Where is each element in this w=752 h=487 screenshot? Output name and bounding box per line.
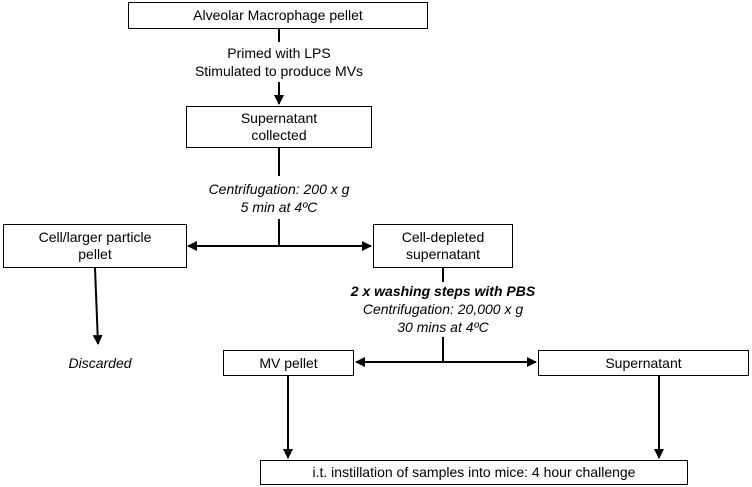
step-discarded: Discarded	[60, 354, 140, 372]
node-supernatant: Supernatant	[538, 350, 749, 376]
step-priming-line1: Primed with LPS	[227, 45, 331, 61]
node-line1: Cell/larger particle	[38, 229, 152, 245]
node-label: MV pellet	[259, 354, 318, 371]
step-discarded-label: Discarded	[68, 355, 132, 371]
step-washing-line3: 30 mins at 4ºC	[397, 319, 489, 335]
node-mv-pellet: MV pellet	[223, 350, 354, 376]
arrow-to-discarded	[92, 267, 103, 345]
node-label: Alveolar Macrophage pellet	[193, 7, 363, 23]
node-cell-larger-particle-pellet: Cell/larger particle pellet	[3, 224, 187, 268]
node-line2: collected	[251, 127, 307, 143]
node-line1: Cell-depleted	[401, 229, 485, 245]
step-washing: 2 x washing steps with PBS Centrifugatio…	[343, 282, 543, 336]
step-priming-line2: Stimulated to produce MVs	[194, 63, 364, 79]
step-priming: Primed with LPS Stimulated to produce MV…	[179, 44, 379, 80]
step-centrifugation-1-line2: 5 min at 4ºC	[240, 199, 318, 215]
node-alveolar-macrophage-pellet: Alveolar Macrophage pellet	[128, 2, 428, 29]
node-supernatant-collected: Supernatant collected	[186, 106, 372, 148]
node-line2: supernatant	[406, 246, 480, 262]
node-line2: pellet	[78, 246, 112, 262]
node-line1: Supernatant	[240, 110, 318, 126]
step-centrifugation-1: Centrifugation: 200 x g 5 min at 4ºC	[179, 180, 379, 216]
node-cell-depleted-supernatant: Cell-depleted supernatant	[373, 224, 513, 268]
node-label: i.t. instillation of samples into mice: …	[312, 464, 636, 480]
node-label: Supernatant	[605, 354, 682, 371]
step-centrifugation-1-line1: Centrifugation: 200 x g	[208, 181, 350, 197]
node-instillation: i.t. instillation of samples into mice: …	[260, 460, 688, 485]
step-washing-line2: Centrifugation: 20,000 x g	[362, 301, 524, 317]
step-washing-line1: 2 x washing steps with PBS	[350, 283, 536, 299]
